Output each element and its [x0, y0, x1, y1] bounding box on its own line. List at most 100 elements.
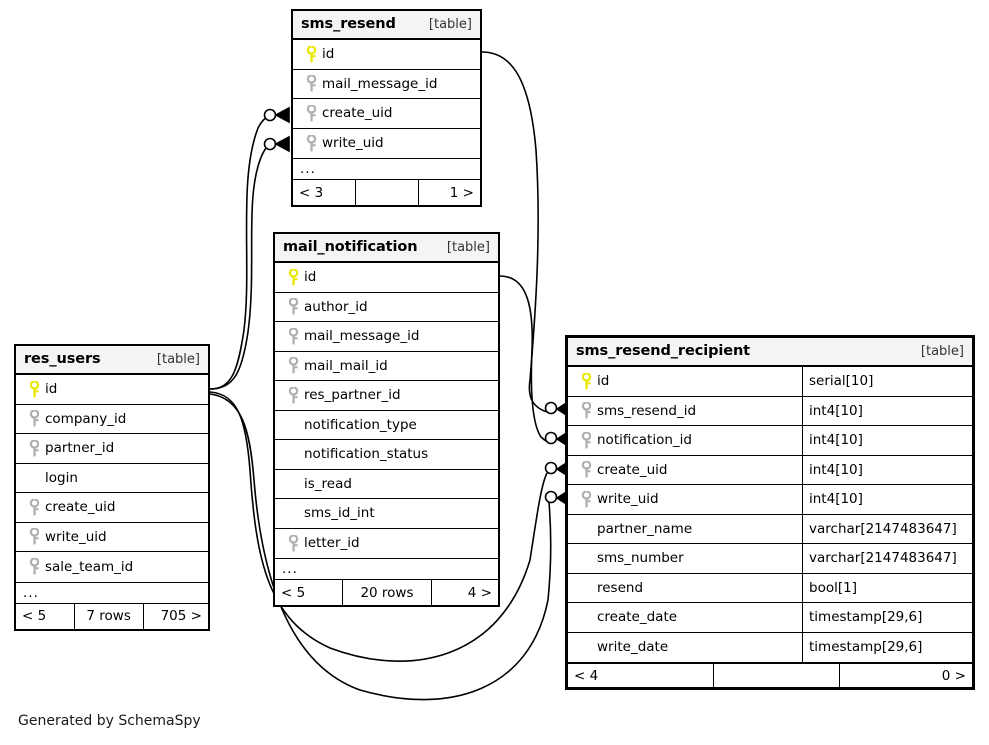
column-row[interactable]: is_read	[275, 470, 498, 499]
primary-key-icon	[575, 372, 597, 390]
column-name: sms_id_int	[304, 505, 375, 522]
footer-prev-count[interactable]: < 3	[299, 184, 324, 201]
column-name: id	[304, 269, 317, 286]
foreign-key-icon	[575, 490, 597, 508]
table-res_users[interactable]: res_users [table] id company_id partner_id…	[14, 344, 210, 631]
column-row[interactable]: mail_message_id	[293, 70, 480, 99]
foreign-key-icon	[300, 104, 322, 122]
column-name: id	[322, 46, 335, 63]
table-footer: < 5 20 rows 4 >	[275, 580, 498, 605]
column-row[interactable]: login	[16, 464, 208, 493]
column-row[interactable]: notification_type	[275, 411, 498, 440]
column-name-cell: res_partner_id	[275, 381, 498, 410]
table-header: res_users [table]	[16, 346, 208, 375]
column-row[interactable]: notification_id int4[10]	[568, 426, 972, 456]
column-name-cell: write_date	[568, 633, 802, 663]
footer-prev-count[interactable]: < 5	[281, 584, 306, 601]
primary-key-icon	[282, 268, 304, 286]
column-row[interactable]: letter_id	[275, 529, 498, 559]
column-name: resend	[597, 579, 644, 596]
column-name-cell: sms_number	[568, 544, 802, 573]
column-name: author_id	[304, 298, 368, 315]
column-row[interactable]: write_uid	[16, 523, 208, 552]
column-name-cell: id	[16, 375, 208, 404]
foreign-key-icon	[575, 402, 597, 419]
column-row[interactable]: write_uid	[293, 129, 480, 159]
foreign-key-icon	[23, 410, 45, 427]
foreign-key-icon	[23, 498, 45, 516]
column-type: int4[10]	[802, 426, 972, 455]
table-header: sms_resend_recipient [table]	[568, 338, 972, 367]
column-name-cell: notification_id	[568, 426, 802, 455]
footer-prev-count[interactable]: < 5	[22, 608, 47, 624]
column-row[interactable]: id	[16, 375, 208, 405]
column-row[interactable]: id	[275, 263, 498, 293]
column-name-cell: is_read	[275, 470, 498, 499]
column-row[interactable]: res_partner_id	[275, 381, 498, 411]
column-name: write_uid	[45, 528, 107, 545]
column-row[interactable]: sms_id_int	[275, 499, 498, 529]
table-tag: [table]	[920, 343, 964, 359]
column-name: notification_type	[304, 416, 417, 433]
footer-next-count[interactable]: 705 >	[142, 603, 208, 629]
column-row[interactable]: id	[293, 40, 480, 70]
column-name-cell: id	[293, 40, 480, 69]
crowsfoot-sms_resend-write_uid	[263, 135, 290, 153]
column-row[interactable]: author_id	[275, 293, 498, 322]
column-name: id	[45, 381, 58, 398]
column-row[interactable]: partner_id	[16, 434, 208, 464]
column-name-cell: mail_message_id	[293, 70, 480, 99]
foreign-key-icon	[282, 298, 304, 315]
foreign-key-icon	[282, 386, 304, 404]
column-row[interactable]: mail_mail_id	[275, 352, 498, 381]
column-name: write_date	[597, 639, 669, 656]
column-row[interactable]: mail_message_id	[275, 322, 498, 352]
column-name-cell: letter_id	[275, 529, 498, 559]
generated-by-note: Generated by SchemaSpy	[18, 713, 201, 729]
column-name-cell: create_uid	[293, 99, 480, 128]
footer-prev-count[interactable]: < 4	[574, 667, 599, 684]
column-name: mail_message_id	[322, 75, 438, 92]
column-row[interactable]: company_id	[16, 405, 208, 434]
column-name: notification_id	[597, 432, 692, 449]
column-row[interactable]: create_uid	[293, 99, 480, 129]
column-name-cell: id	[568, 367, 802, 396]
footer-row-count	[713, 664, 838, 687]
column-name-cell: partner_name	[568, 515, 802, 544]
edge-res_users-sms_resend-write_uid	[209, 143, 271, 390]
column-name: notification_status	[304, 446, 429, 463]
footer-next-count[interactable]: 4 >	[431, 580, 498, 605]
column-name-cell: notification_type	[275, 411, 498, 440]
column-name: mail_mail_id	[304, 357, 388, 374]
column-name: create_uid	[597, 461, 668, 478]
column-row[interactable]: notification_status	[275, 440, 498, 470]
column-row[interactable]: sale_team_id	[16, 552, 208, 582]
footer-next-count[interactable]: 0 >	[838, 664, 972, 687]
column-row[interactable]: create_uid	[16, 493, 208, 523]
primary-key-icon	[300, 45, 322, 63]
footer-next-count[interactable]: 1 >	[418, 180, 480, 205]
column-name: company_id	[45, 410, 127, 427]
table-footer: < 4 0 >	[568, 662, 972, 687]
foreign-key-icon	[300, 75, 322, 92]
foreign-key-icon	[282, 327, 304, 345]
foreign-key-icon	[23, 528, 45, 545]
column-name: create_uid	[322, 105, 393, 122]
column-name: is_read	[304, 475, 352, 492]
edge-mail_notification-srr-notification_id	[499, 275, 549, 443]
column-name-cell: sms_resend_id	[568, 397, 802, 426]
